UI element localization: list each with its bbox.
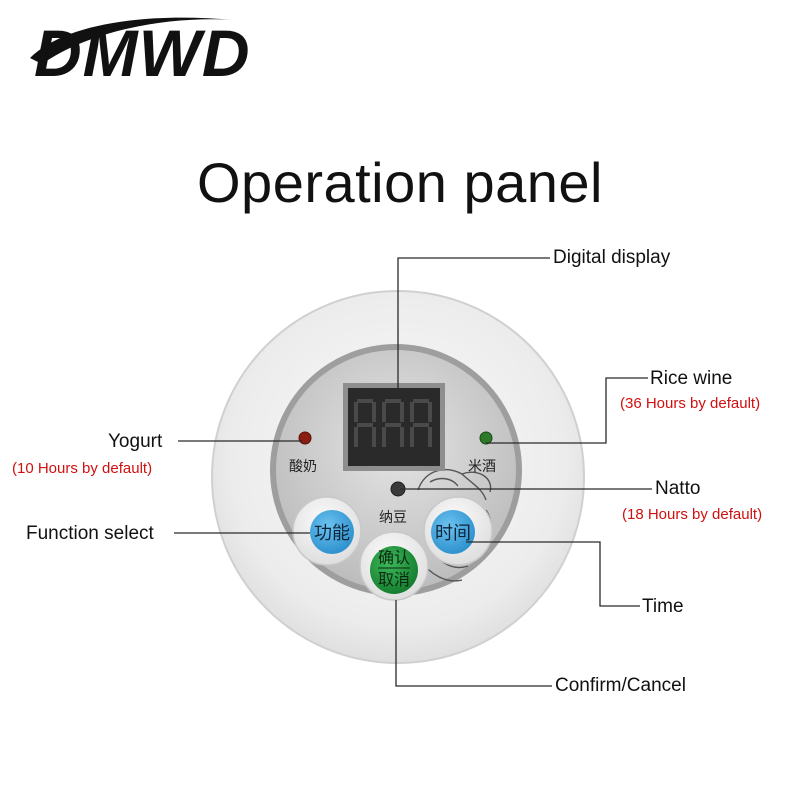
logo-text: DMWD	[34, 16, 251, 86]
confirm-cancel-button[interactable]: 确认 取消	[359, 531, 429, 601]
callout-digital-display: Digital display	[553, 247, 671, 268]
callout-natto: Natto	[655, 478, 701, 499]
rice-wine-panel-label: 米酒	[468, 459, 496, 475]
function-select-button[interactable]: 功能	[292, 496, 362, 566]
callout-yogurt-default: (10 Hours by default)	[12, 460, 153, 477]
time-button[interactable]: 时间	[423, 496, 493, 566]
leader-time	[466, 541, 640, 607]
callout-rice-wine-default: (36 Hours by default)	[620, 395, 761, 412]
leader-digital-display	[397, 257, 550, 395]
yogurt-panel-label: 酸奶	[289, 459, 317, 475]
confirm-button-label: 确认	[378, 548, 410, 567]
page-title: Operation panel	[196, 151, 603, 214]
leader-rice-wine	[486, 377, 648, 444]
leader-lines	[174, 257, 652, 687]
yogurt-led	[298, 431, 312, 445]
time-button-label: 时间	[435, 523, 471, 544]
function-button-label: 功能	[314, 523, 350, 544]
callout-yogurt: Yogurt	[108, 431, 163, 452]
callout-confirm-cancel: Confirm/Cancel	[555, 675, 686, 696]
callout-function-select: Function select	[26, 523, 154, 544]
cancel-button-label: 取消	[378, 570, 410, 589]
rice-wine-led	[479, 431, 493, 445]
callout-rice-wine: Rice wine	[650, 368, 733, 389]
callout-time: Time	[642, 596, 684, 617]
digital-display	[343, 383, 445, 471]
brand-logo: DMWD	[30, 16, 251, 86]
natto-panel-label: 纳豆	[379, 510, 407, 526]
leader-confirm-cancel	[395, 600, 552, 687]
callout-natto-default: (18 Hours by default)	[622, 506, 763, 523]
logo-swoosh	[30, 17, 234, 64]
